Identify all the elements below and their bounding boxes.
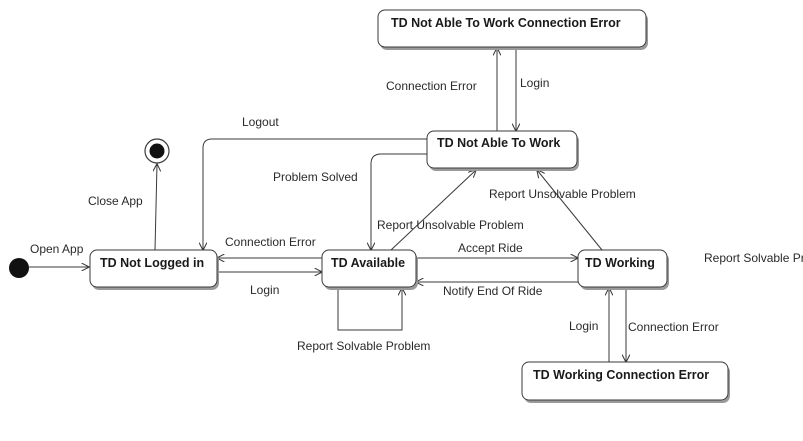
edge-label-login-not-able: Login bbox=[520, 76, 549, 90]
edge-label-report-unsolvable-working: Report Unsolvable Problem bbox=[489, 187, 636, 201]
edge-label-problem-solved: Problem Solved bbox=[273, 170, 358, 184]
state-not-logged-in: TD Not Logged in bbox=[89, 249, 219, 290]
edge-label-connection-error-available: Connection Error bbox=[225, 235, 316, 249]
state-label-working-connection-error: TD Working Connection Error bbox=[533, 368, 709, 382]
edge-report-unsolvable-available bbox=[390, 170, 476, 251]
state-working: TD Working bbox=[577, 249, 669, 290]
edge-logout bbox=[203, 138, 427, 250]
state-label-available: TD Available bbox=[331, 256, 405, 270]
state-available: TD Available bbox=[321, 249, 418, 290]
edge-label-accept-ride: Accept Ride bbox=[458, 241, 523, 255]
edge-label-login-available: Login bbox=[250, 283, 279, 297]
edge-report-unsolvable-working bbox=[537, 170, 603, 251]
edge-report-solvable-self bbox=[337, 288, 402, 331]
state-working-connection-error: TD Working Connection Error bbox=[521, 361, 730, 403]
edge-label-connection-error-working: Connection Error bbox=[628, 320, 719, 334]
edge-label-notify-end-ride: Notify End Of Ride bbox=[443, 284, 543, 298]
edge-label-connection-error-not-able: Connection Error bbox=[386, 79, 477, 93]
edge-problem-solved bbox=[371, 153, 427, 250]
edge-label-open-app: Open App bbox=[30, 242, 84, 256]
initial-state-dot bbox=[9, 258, 29, 278]
edge-label-close-app: Close App bbox=[88, 194, 143, 208]
state-not-able-to-work: TD Not Able To Work bbox=[426, 130, 579, 171]
state-label-not-able-to-work: TD Not Able To Work bbox=[437, 136, 560, 150]
final-state bbox=[144, 138, 170, 164]
edge-label-logout: Logout bbox=[242, 115, 279, 129]
edge-close-app bbox=[155, 164, 157, 251]
edge-label-report-solvable-working: Report Solvable Problem bbox=[704, 251, 803, 265]
state-label-working: TD Working bbox=[585, 256, 655, 270]
state-label-not-able-connection-error: TD Not Able To Work Connection Error bbox=[391, 16, 621, 30]
edge-label-report-solvable-self: Report Solvable Problem bbox=[297, 339, 430, 353]
edge-label-login-working: Login bbox=[569, 319, 598, 333]
edge-label-report-unsolvable-available: Report Unsolvable Problem bbox=[377, 218, 524, 232]
state-not-able-connection-error: TD Not Able To Work Connection Error bbox=[377, 9, 648, 50]
state-label-not-logged-in: TD Not Logged in bbox=[100, 256, 204, 270]
